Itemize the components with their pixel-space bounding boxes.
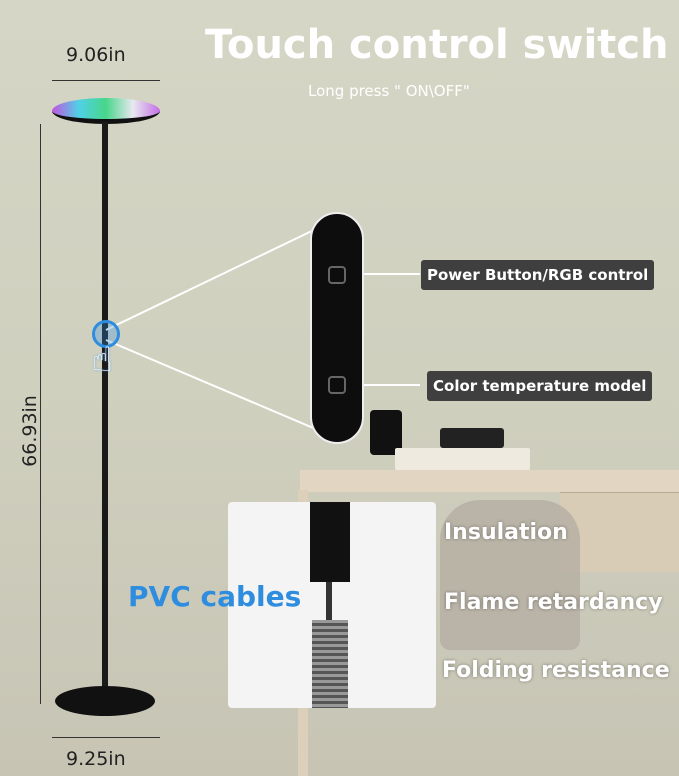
hand-icon: ☝ xyxy=(92,340,113,380)
feature-insulation: Insulation xyxy=(444,520,568,545)
desk-lamp xyxy=(370,410,402,455)
color-temp-button[interactable] xyxy=(328,376,346,394)
base-dimension-line xyxy=(52,737,160,738)
feature-flame: Flame retardancy xyxy=(444,590,663,615)
cable-wire xyxy=(326,582,332,622)
page-title: Touch control switch xyxy=(205,22,669,68)
feature-folding: Folding resistance xyxy=(442,658,670,683)
control-panel xyxy=(310,212,364,444)
height-dimension-line xyxy=(40,124,41,704)
lamp-head xyxy=(52,98,160,124)
touch-hand-icon xyxy=(92,320,120,348)
pvc-cables-label: PVC cables xyxy=(128,580,302,613)
power-label: Power Button/RGB control xyxy=(421,260,655,290)
subtitle: Long press " ON\OFF" xyxy=(308,82,470,100)
color-temp-label: Color temperature model xyxy=(427,371,653,401)
clock xyxy=(440,428,504,448)
lamp-pole xyxy=(102,122,108,692)
cable-connector xyxy=(312,620,348,708)
cable-inset xyxy=(228,502,436,708)
lamp-base xyxy=(55,686,155,716)
power-button[interactable] xyxy=(328,266,346,284)
chair xyxy=(440,500,580,650)
top-width-label: 9.06in xyxy=(66,44,126,66)
cable-tube xyxy=(310,502,350,582)
desk xyxy=(300,470,679,492)
book xyxy=(395,448,530,470)
top-dimension-line xyxy=(52,80,160,81)
base-width-label: 9.25in xyxy=(66,748,126,770)
